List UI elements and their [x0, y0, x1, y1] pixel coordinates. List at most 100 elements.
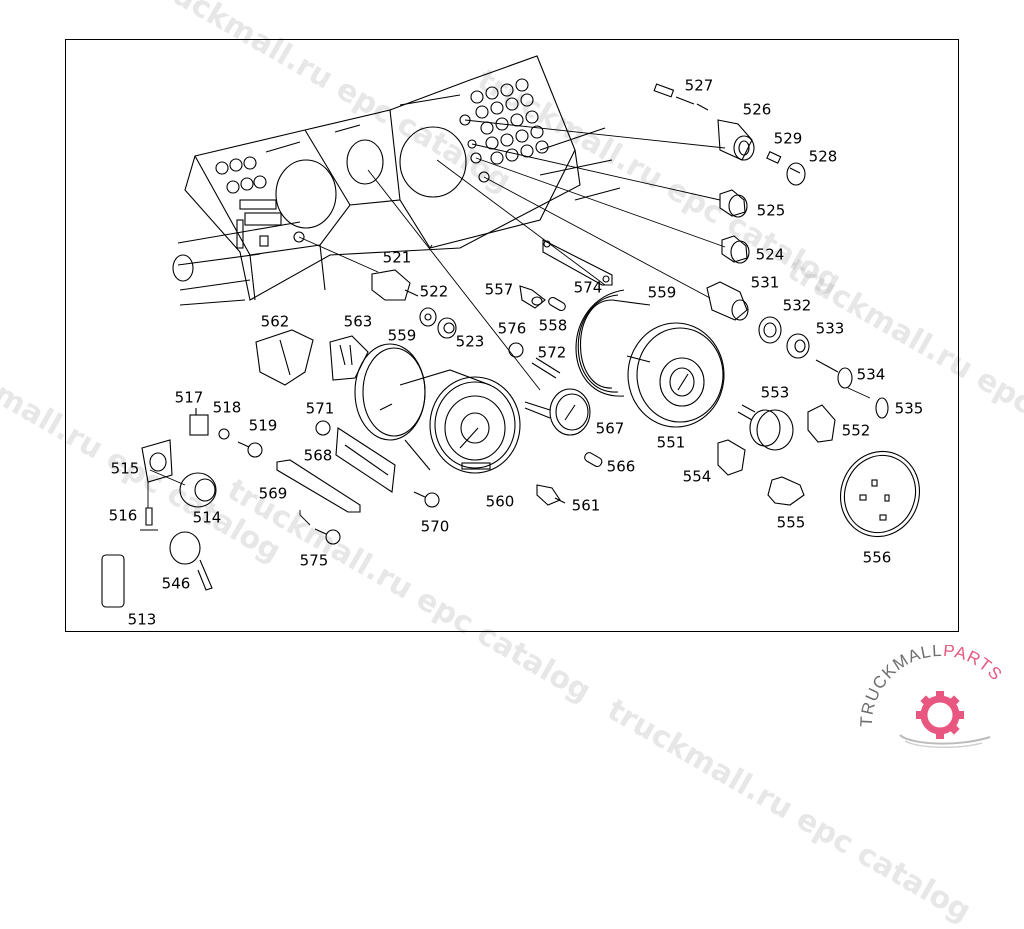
- diagram-frame: [65, 39, 959, 632]
- callout-525[interactable]: 525: [756, 201, 786, 220]
- part-nut-571: [315, 420, 331, 436]
- callout-534[interactable]: 534: [856, 365, 886, 384]
- truckmallparts-logo: TRUCKMALLPARTS: [850, 645, 1024, 750]
- callout-516[interactable]: 516: [108, 506, 138, 525]
- part-knob-554: [717, 439, 746, 476]
- part-bracket-515: [141, 439, 173, 483]
- part-gauge-567: [524, 388, 591, 436]
- callout-515[interactable]: 515: [110, 459, 140, 478]
- part-ignition-531: [706, 281, 749, 321]
- callout-566[interactable]: 566: [606, 457, 636, 476]
- callout-553[interactable]: 553: [760, 383, 790, 402]
- part-screw-570: [413, 491, 440, 508]
- part-connector-527: [653, 83, 709, 111]
- part-washer-522: [419, 307, 437, 327]
- part-socket-557: [519, 285, 546, 309]
- callout-560[interactable]: 560: [485, 492, 515, 511]
- part-bulb-558: [548, 296, 566, 312]
- callout-535[interactable]: 535: [894, 399, 924, 418]
- gear-icon: [916, 691, 964, 739]
- logo-swoosh: [899, 734, 991, 745]
- part-knob-523: [437, 317, 457, 339]
- callout-567[interactable]: 567: [595, 419, 625, 438]
- callout-575[interactable]: 575: [299, 551, 329, 570]
- callout-546[interactable]: 546: [161, 574, 191, 593]
- part-speedometer-560: [379, 369, 521, 474]
- part-nut-533: [786, 333, 810, 359]
- callout-513[interactable]: 513: [127, 610, 157, 629]
- callout-529[interactable]: 529: [773, 129, 803, 148]
- part-pin-572: [531, 357, 561, 379]
- callout-533[interactable]: 533: [815, 319, 845, 338]
- callout-514[interactable]: 514: [192, 508, 222, 527]
- callout-556[interactable]: 556: [862, 548, 892, 567]
- part-screw-519: [237, 441, 263, 458]
- part-connector-563: [329, 335, 369, 381]
- callout-563[interactable]: 563: [343, 312, 373, 331]
- part-washer-518: [218, 428, 230, 440]
- part-screw-516: [140, 507, 158, 531]
- part-knob-514: [179, 472, 217, 508]
- callout-562[interactable]: 562: [260, 312, 290, 331]
- callout-552[interactable]: 552: [841, 421, 871, 440]
- part-relay-517: [189, 408, 209, 436]
- callout-571[interactable]: 571: [305, 399, 335, 418]
- exploded-parts-diagram: [101, 55, 921, 608]
- part-bulb-529: [766, 151, 782, 164]
- callout-551[interactable]: 551: [656, 433, 686, 452]
- part-bracket-574: [542, 239, 613, 286]
- leader-lines: [147, 119, 871, 526]
- part-screw-575: [314, 528, 341, 545]
- callout-569[interactable]: 569: [258, 484, 288, 503]
- callout-574[interactable]: 574: [573, 278, 603, 297]
- callout-526[interactable]: 526: [742, 100, 772, 119]
- part-ring-532: [758, 316, 782, 344]
- callout-527[interactable]: 527: [684, 76, 714, 95]
- part-knob-552: [807, 404, 836, 443]
- callout-531[interactable]: 531: [750, 273, 780, 292]
- callout-558[interactable]: 558: [538, 316, 568, 335]
- callout-522[interactable]: 522: [419, 282, 449, 301]
- callout-528[interactable]: 528: [808, 147, 838, 166]
- part-knob-555: [767, 476, 805, 506]
- part-sensor-561: [536, 484, 566, 506]
- callout-570[interactable]: 570: [420, 517, 450, 536]
- svg-text:TRUCKMALLPARTS: TRUCKMALLPARTS: [857, 645, 1006, 727]
- part-handle-513: [101, 554, 125, 608]
- callout-561[interactable]: 561: [571, 496, 601, 515]
- callout-554[interactable]: 554: [682, 467, 712, 486]
- callout-523[interactable]: 523: [455, 332, 485, 351]
- callout-559[interactable]: 559: [387, 326, 417, 345]
- callout-559[interactable]: 559: [647, 283, 677, 302]
- part-bezel-559-upper: [575, 289, 651, 397]
- part-bulb-566: [584, 452, 603, 468]
- logo-brand-text: TRUCKMALL: [857, 645, 943, 727]
- part-gauge-551: [626, 322, 725, 428]
- callout-518[interactable]: 518: [212, 398, 242, 417]
- part-lamp-524: [721, 235, 750, 264]
- callout-568[interactable]: 568: [303, 446, 333, 465]
- part-cap-528: [786, 162, 806, 186]
- part-lamp-525: [719, 189, 748, 218]
- part-switch-546: [169, 531, 213, 591]
- part-switch-521: [371, 269, 419, 301]
- callout-557[interactable]: 557: [484, 280, 514, 299]
- dashboard-housing: [184, 55, 581, 301]
- callout-532[interactable]: 532: [782, 296, 812, 315]
- part-switch-553: [737, 404, 794, 451]
- part-plate-568: [335, 427, 396, 493]
- callout-519[interactable]: 519: [248, 416, 278, 435]
- callout-521[interactable]: 521: [382, 248, 412, 267]
- dashboard-beam: [172, 127, 621, 306]
- callout-524[interactable]: 524: [755, 245, 785, 264]
- logo-brand-accent: PARTS: [942, 645, 1006, 685]
- callout-572[interactable]: 572: [537, 343, 567, 362]
- part-bezel-559-lower: [354, 343, 426, 441]
- part-switch-526: [717, 119, 755, 161]
- logo-graphic: TRUCKMALLPARTS: [857, 645, 1006, 749]
- callout-576[interactable]: 576: [497, 319, 527, 338]
- part-oring-535: [875, 397, 889, 419]
- part-baseplate-556: [839, 450, 921, 538]
- callout-517[interactable]: 517: [174, 388, 204, 407]
- callout-555[interactable]: 555: [776, 513, 806, 532]
